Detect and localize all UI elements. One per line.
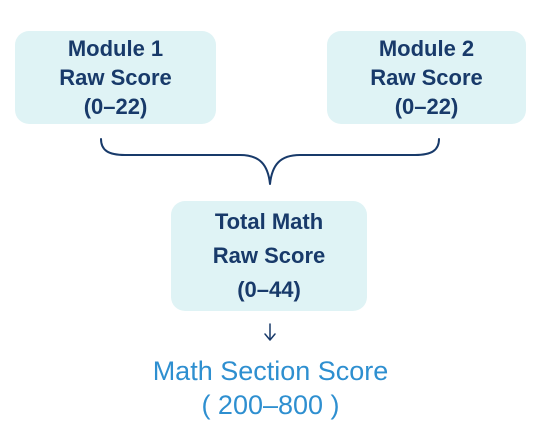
module-1-box: Module 1 Raw Score (0–22) (15, 31, 216, 124)
total-title: Total Math (214, 209, 324, 234)
math-section-score-range: ( 200–800 ) (201, 390, 340, 420)
module-1-range: (0–22) (83, 94, 148, 119)
arrow-down-icon (264, 323, 276, 341)
module-2-title: Module 2 (378, 36, 475, 61)
curly-brace-icon (100, 138, 440, 185)
module-2-subtitle: Raw Score (370, 65, 483, 90)
total-subtitle: Raw Score (212, 243, 326, 268)
module-1-title: Module 1 (67, 36, 164, 61)
module-2-range: (0–22) (394, 94, 459, 119)
total-range: (0–44) (237, 277, 301, 302)
math-section-score-title: Math Section Score (152, 356, 389, 386)
total-math-box: Total Math Raw Score (0–44) (171, 201, 367, 311)
module-1-subtitle: Raw Score (59, 65, 172, 90)
module-2-box: Module 2 Raw Score (0–22) (327, 31, 526, 124)
